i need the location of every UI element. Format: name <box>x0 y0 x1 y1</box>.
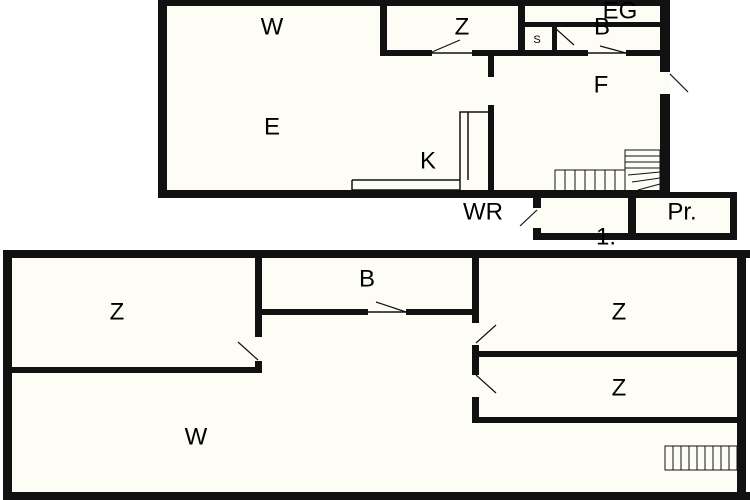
floor-label-1: 1. <box>596 223 616 250</box>
room-label-e: E <box>264 113 280 140</box>
wall <box>3 250 750 258</box>
lower-floor-area <box>6 252 744 497</box>
wall <box>737 250 746 500</box>
room-label-z: Z <box>455 13 470 40</box>
wall <box>472 351 742 357</box>
door-swing <box>475 374 497 394</box>
wall <box>488 55 494 77</box>
wall <box>660 0 670 198</box>
wall <box>488 105 494 195</box>
door-swing <box>554 27 575 46</box>
room-label-b: B <box>359 265 375 292</box>
room-label-z-right-bottom: Z <box>612 374 627 401</box>
door-swing <box>599 45 627 54</box>
upper-floor: W Z EG B S F E K WR Pr. 1. <box>158 0 737 250</box>
wall <box>472 417 742 423</box>
room-label-pr: Pr. <box>667 198 696 225</box>
wall <box>3 492 750 500</box>
lower-floor: B Z Z Z W <box>3 250 750 500</box>
wall <box>158 190 670 198</box>
wall <box>628 192 636 240</box>
room-label-wr: WR <box>463 198 503 225</box>
staircase <box>664 445 738 471</box>
room-label-w: W <box>261 13 284 40</box>
door-gap <box>472 323 479 345</box>
wall <box>3 250 12 500</box>
door-gap <box>533 208 541 228</box>
room-label-s: S <box>533 34 540 46</box>
door-swing <box>237 341 259 361</box>
room-label-k: K <box>420 147 436 174</box>
door-swing <box>669 73 689 93</box>
wall <box>552 22 557 56</box>
wall <box>158 0 670 6</box>
door-swing <box>475 324 497 344</box>
wall <box>8 367 262 373</box>
room-label-w: W <box>185 423 208 450</box>
room-label-f: F <box>594 71 609 98</box>
wall <box>518 0 525 56</box>
wall <box>525 22 665 27</box>
wall <box>255 309 475 315</box>
room-label-z-left: Z <box>110 298 125 325</box>
wall <box>158 0 167 198</box>
wall <box>730 192 737 240</box>
room-label-b: B <box>594 13 610 40</box>
room-label-z-right-top: Z <box>612 298 627 325</box>
door-gap <box>255 337 262 361</box>
door-swing <box>375 301 407 313</box>
wall <box>670 192 737 198</box>
door-swing <box>519 209 538 227</box>
room-label-eg: EG <box>603 0 638 24</box>
door-gap <box>660 72 670 94</box>
wall <box>380 0 387 55</box>
staircase <box>554 149 661 193</box>
kitchen-counter <box>351 111 488 191</box>
door-swing <box>431 39 461 53</box>
upper-floor-area <box>160 0 670 195</box>
door-gap <box>472 375 479 397</box>
